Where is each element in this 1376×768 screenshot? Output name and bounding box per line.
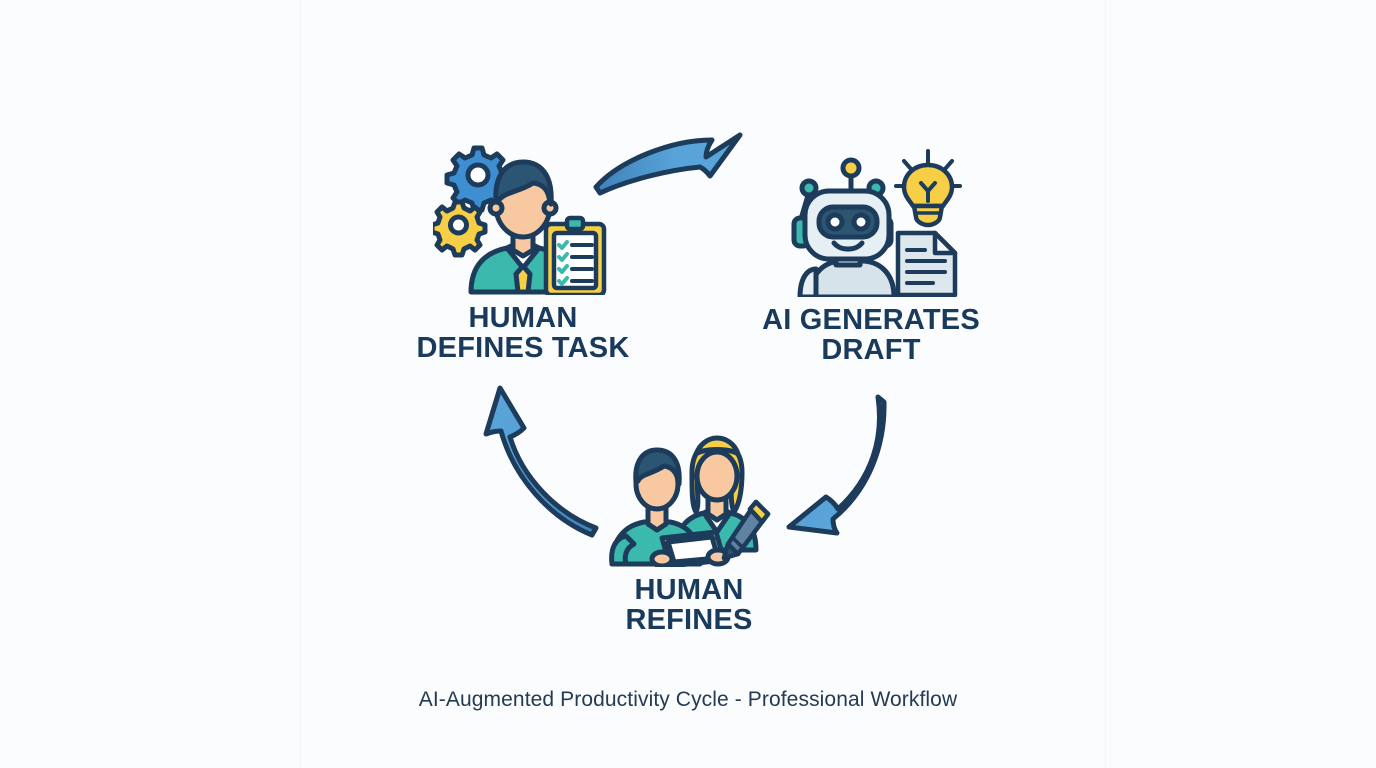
robot-eye-right [851,212,871,232]
diagram-caption: AI-Augmented Productivity Cycle - Profes… [418,688,958,711]
node-human-refines[interactable]: HUMAN REFINES [570,432,808,636]
antenna-center-bulb [840,157,862,179]
person-hair [493,159,554,207]
necktie [513,263,533,295]
pencil-icon [721,499,771,561]
node-human-defines-task[interactable]: HUMAN DEFINES TASK [398,140,648,364]
node-label-human-refines: HUMAN REFINES [625,574,753,637]
clipboard-icon [543,215,607,295]
robot-arm-left [797,266,819,297]
antenna-left-bulb [799,178,819,198]
document-icon [895,230,958,297]
robot-eye-left [825,212,845,232]
node-label-human-defines-task: HUMAN DEFINES TASK [416,302,630,365]
node-label-ai-generates-draft: AI GENERATES DRAFT [762,304,980,367]
hand-left [649,549,675,567]
node-ai-generates-draft[interactable]: AI GENERATES DRAFT [742,145,1000,366]
robot-smile [831,240,865,252]
two-people-with-tablet-and-pencil-icon [609,435,771,567]
lightbulb-icon [894,149,962,228]
businessman-with-gears-and-clipboard-icon [433,145,607,295]
gear-small-icon [433,199,488,258]
robot-with-lightbulb-and-document-icon [791,149,962,297]
person-man-arm [609,533,637,567]
